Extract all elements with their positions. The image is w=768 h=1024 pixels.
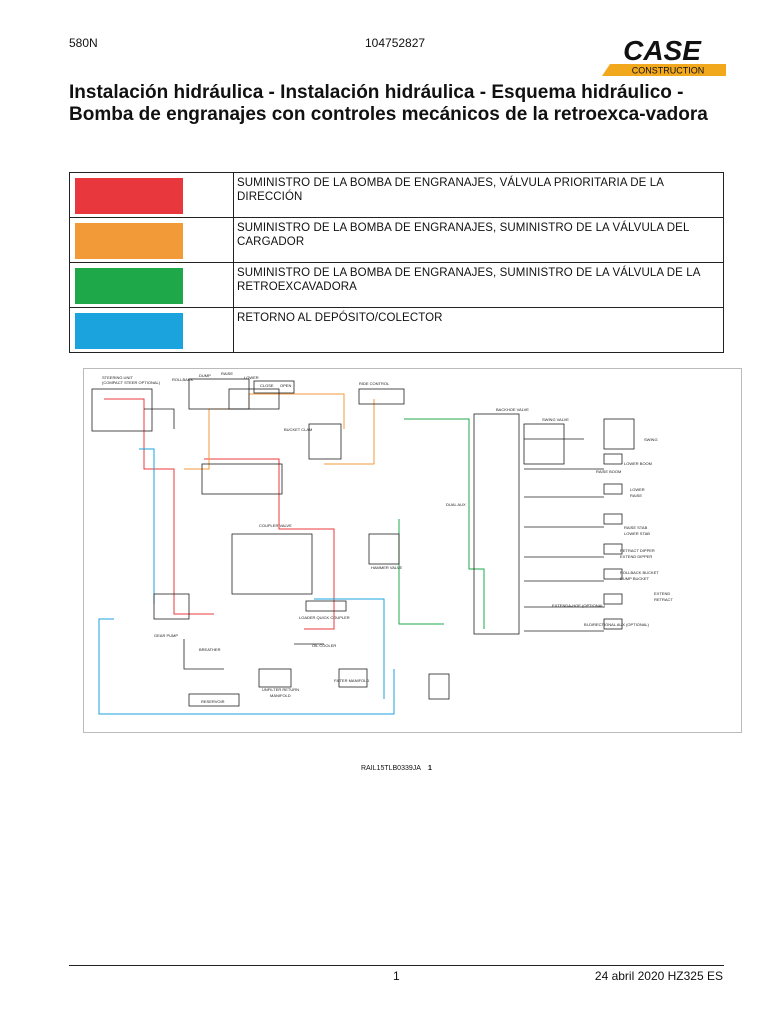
label-swing: SWING [644, 437, 658, 442]
swing-cylinder [603, 418, 635, 450]
label-filter-manifold: FILTER MANIFOLD [334, 678, 369, 683]
label-raise-boom: RAISE BOOM [596, 469, 621, 474]
loader-supply-line [184, 393, 345, 470]
legend-row: SUMINISTRO DE LA BOMBA DE ENGRANAJES, VÁ… [69, 172, 724, 218]
filter-manifold [338, 668, 368, 688]
legend-swatch-cell [69, 217, 234, 263]
swing-valve [523, 423, 565, 465]
figure-number: 1 [428, 765, 432, 772]
color-legend-table: SUMINISTRO DE LA BOMBA DE ENGRANAJES, VÁ… [69, 172, 724, 353]
label-rollback-bucket: ROLLBACK BUCKET [620, 570, 659, 575]
label-lower-boom: LOWER BOOM [624, 461, 652, 466]
label-extenda-hoe: EXTENDA-HOE (OPTIONAL) [552, 603, 606, 608]
legend-row: RETORNO AL DEPÓSITO/COLECTOR [69, 307, 724, 353]
label-bidirectional: BI-DIRECTIONAL AUX (OPTIONAL) [584, 622, 650, 627]
label-raise-stab-2: RAISE STAB [624, 525, 648, 530]
svg-text:CONSTRUCTION: CONSTRUCTION [632, 66, 705, 76]
label-raise-stab: RAISE [630, 493, 642, 498]
legend-swatch-cell [69, 307, 234, 353]
legend-color-swatch [75, 313, 183, 349]
loader-quick-coupler [305, 600, 347, 612]
return-line [98, 618, 395, 715]
hammer-valve [368, 533, 400, 565]
label-retract: RETRACT [654, 597, 673, 602]
loader-work-line [324, 399, 375, 465]
label-retract-dipper: RETRACT DIPPER [620, 548, 655, 553]
legend-row: SUMINISTRO DE LA BOMBA DE ENGRANAJES, SU… [69, 217, 724, 263]
case-construction-logo: CASE CONSTRUCTION [602, 36, 726, 76]
label-lower-stab-2: LOWER STAB [624, 531, 650, 536]
label-lower: LOWER [244, 375, 259, 380]
page-number: 1 [393, 969, 400, 983]
svg-text:CASE: CASE [623, 36, 702, 66]
label-close: CLOSE [260, 383, 274, 388]
legend-description: SUMINISTRO DE LA BOMBA DE ENGRANAJES, VÁ… [233, 172, 724, 218]
label-hammer-valve: HAMMER VALVE [371, 565, 403, 570]
legend-swatch-cell [69, 262, 234, 308]
label-reservoir: RESERVOIR [201, 699, 225, 704]
legend-row: SUMINISTRO DE LA BOMBA DE ENGRANAJES, SU… [69, 262, 724, 308]
label-breather: BREATHER [199, 647, 221, 652]
footer-divider [69, 965, 724, 966]
label-oil-cooler: OIL COOLER [312, 643, 336, 648]
document-number: 104752827 [365, 36, 426, 50]
legend-swatch-cell [69, 172, 234, 218]
legend-color-swatch [75, 178, 183, 214]
hydraulic-schematic: STEERING UNIT (COMPACT STEER OPTIONAL) R… [83, 368, 742, 733]
label-unfilter-return: UNFILTER RETURN [262, 687, 299, 692]
steering-supply-line [104, 398, 214, 615]
label-raise: RAISE [221, 371, 233, 376]
label-open: OPEN [280, 383, 291, 388]
legend-description: SUMINISTRO DE LA BOMBA DE ENGRANAJES, SU… [233, 262, 724, 308]
label-dump: DUMP [199, 373, 211, 378]
model-number: 580N [69, 36, 98, 50]
label-extend-dipper: EXTEND DIPPER [620, 554, 652, 559]
backhoe-supply-line [404, 418, 485, 629]
label-manifold: MANIFOLD [270, 693, 291, 698]
return-branch-2 [314, 598, 385, 699]
loader-valve [201, 463, 283, 495]
label-lower-stab: LOWER [630, 487, 645, 492]
label-swing-valve: SWING VALVE [542, 417, 569, 422]
legend-color-swatch [75, 268, 183, 304]
gear-pump [153, 593, 190, 620]
black-circuits [91, 378, 635, 707]
label-dump-bucket: DUMP BUCKET [620, 576, 650, 581]
clam-pilot-manifold [308, 423, 342, 460]
label-bucket-clam: BUCKET CLAM [284, 427, 312, 432]
legend-color-swatch [75, 223, 183, 259]
label-ride-control: RIDE CONTROL [359, 381, 390, 386]
label-steering-unit: STEERING UNIT [102, 375, 133, 380]
schematic-drawing: STEERING UNIT (COMPACT STEER OPTIONAL) R… [91, 371, 673, 715]
label-coupler-valve: COUPLER VALVE [259, 523, 292, 528]
priority-line [204, 458, 335, 630]
label-extend: EXTEND [654, 591, 670, 596]
footer-date: 24 abril 2020 HZ325 ES [594, 969, 723, 983]
unfilter-return-manifold [258, 668, 292, 688]
coupler-valve [231, 533, 313, 595]
page-title: Instalación hidráulica - Instalación hid… [69, 82, 708, 125]
return-branch [139, 448, 155, 604]
ride-control [358, 388, 405, 405]
legend-description: SUMINISTRO DE LA BOMBA DE ENGRANAJES, SU… [233, 217, 724, 263]
figure-reference: RAIL15TLB0339JA [361, 765, 421, 772]
steering-unit-box [91, 388, 153, 432]
backhoe-feed-line [398, 519, 444, 625]
label-gear-pump: GEAR PUMP [154, 633, 178, 638]
label-loader-quick: LOADER QUICK COUPLER [299, 615, 350, 620]
reservoir [188, 693, 240, 707]
label-rollback: ROLLBACK [172, 377, 194, 382]
label-steering-sub: (COMPACT STEER OPTIONAL) [102, 380, 161, 385]
backhoe-valve-bank [473, 413, 520, 635]
legend-description: RETORNO AL DEPÓSITO/COLECTOR [233, 307, 724, 353]
label-dual-aux: DUAL AUX [446, 502, 466, 507]
label-backhoe-valve: BACKHOE VALVE [496, 407, 529, 412]
